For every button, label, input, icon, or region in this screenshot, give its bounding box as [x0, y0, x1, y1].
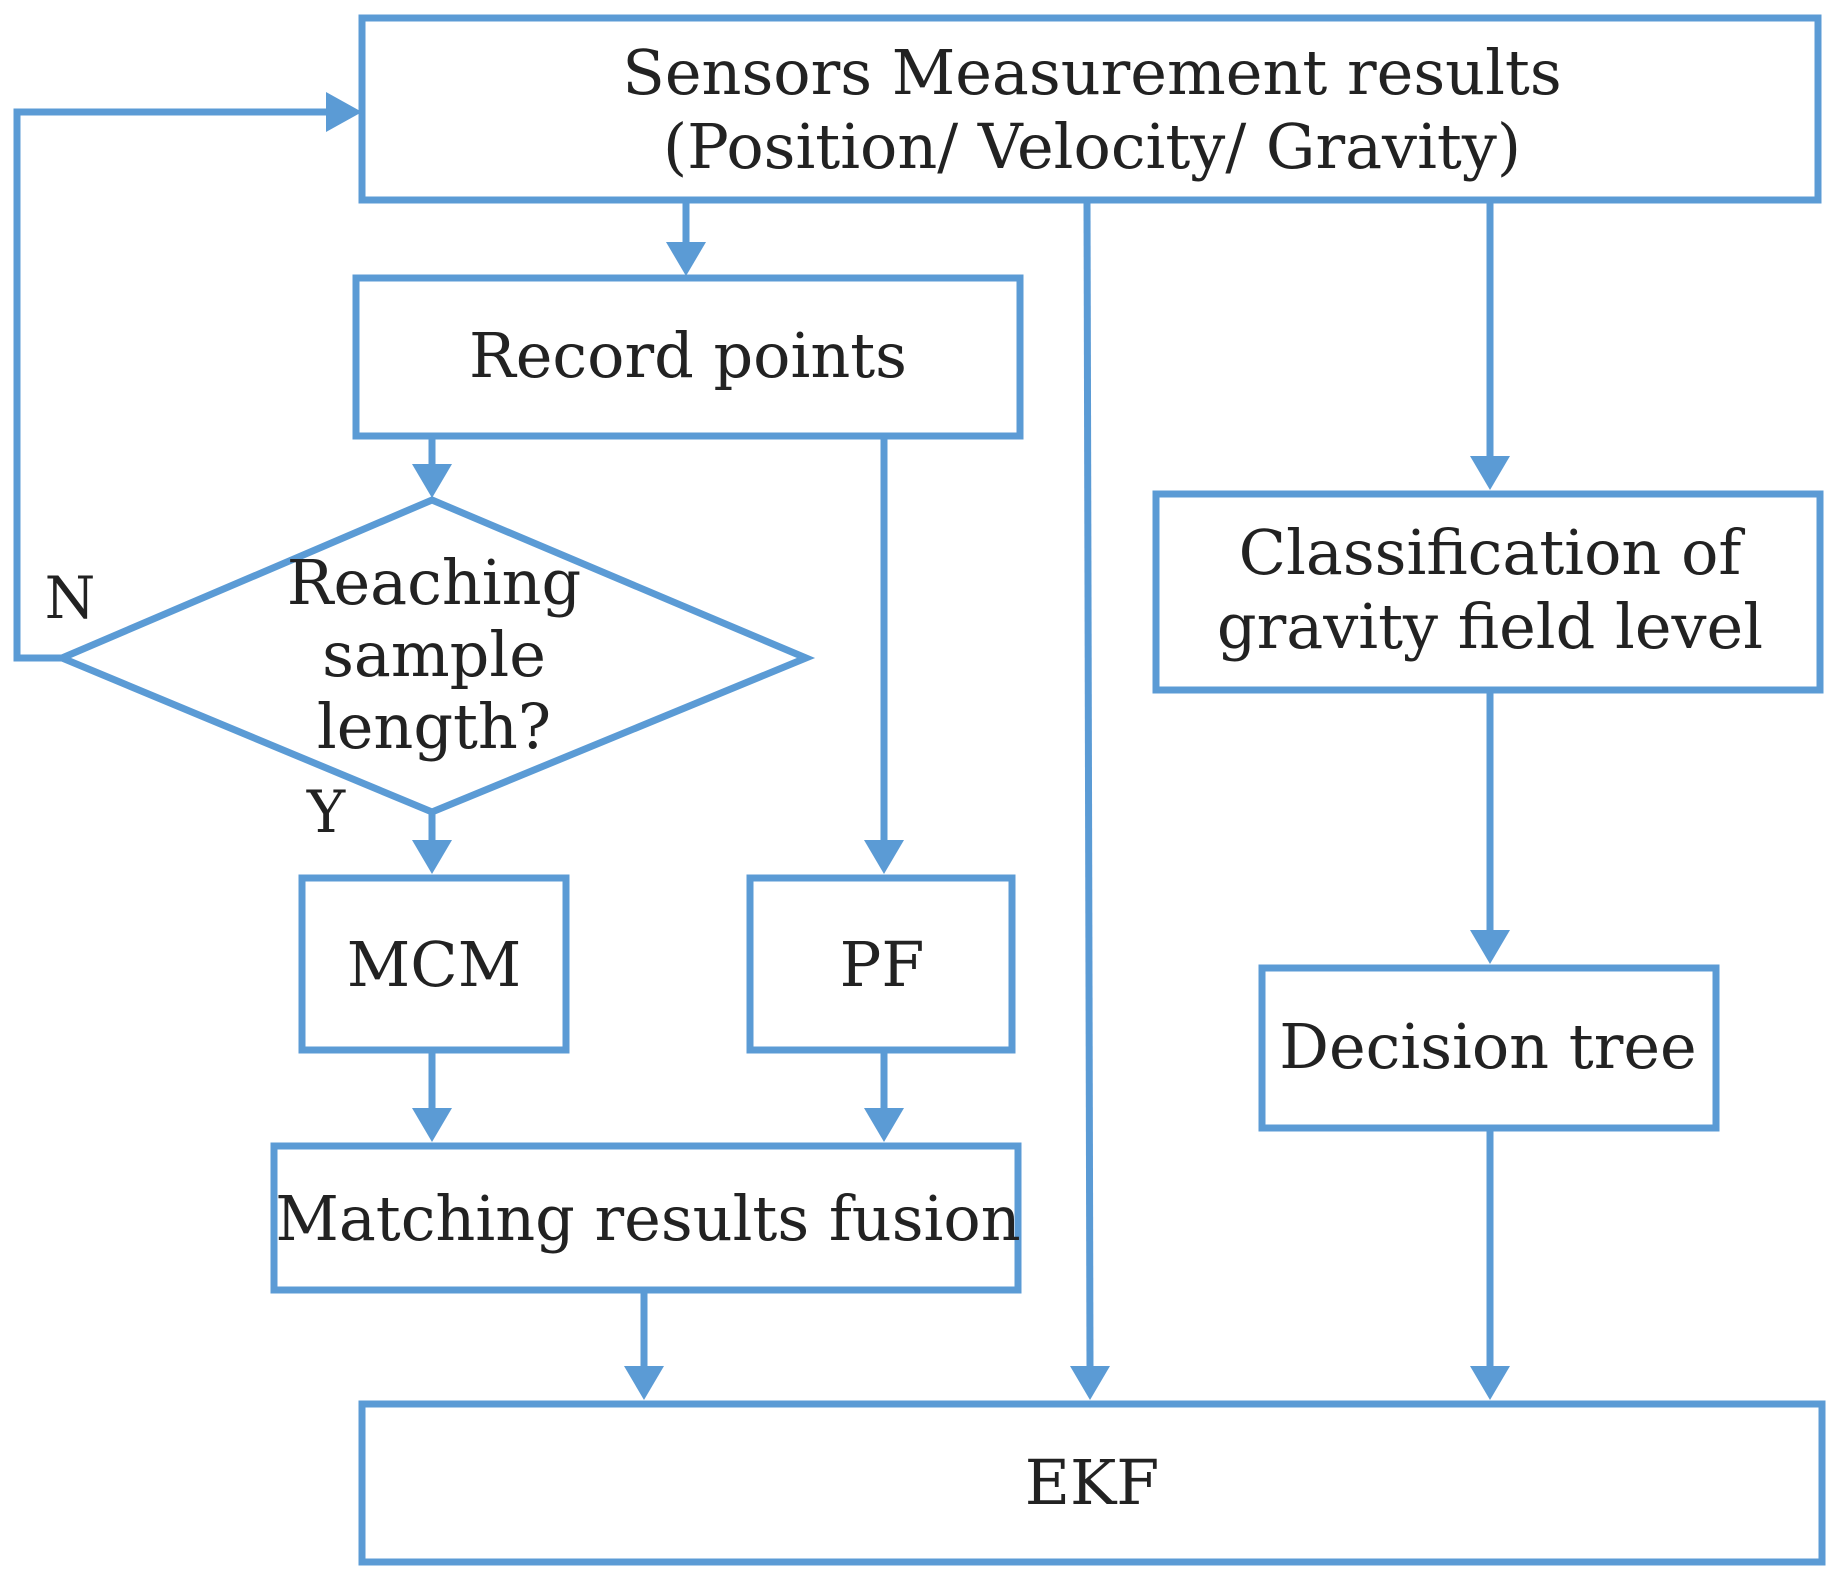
arrow-head [412, 1108, 452, 1142]
classification-box [1152, 490, 1824, 694]
decision-tree-label: Decision tree [1279, 1010, 1697, 1083]
ekf-label: EKF [1025, 1446, 1160, 1519]
mcm-box [298, 874, 570, 1054]
arrow-head [326, 92, 362, 132]
arrow-head [412, 464, 452, 498]
node-pf: PF [746, 874, 1016, 1054]
classification-label-line2: gravity field level [1217, 590, 1763, 663]
arrow-head [864, 1108, 904, 1142]
node-fusion: Matching results fusion [270, 1142, 1022, 1294]
branch-label-no: N [45, 564, 96, 632]
arrow-head [1470, 456, 1510, 490]
fusion-box [270, 1142, 1022, 1294]
node-classification: Classification of gravity field level [1152, 490, 1824, 694]
arrow-head [1470, 1366, 1510, 1400]
sensors-label-line2: (Position/ Velocity/ Gravity) [663, 110, 1521, 183]
arrow-head [864, 840, 904, 874]
classification-label-line1: Classification of [1239, 516, 1746, 589]
decision-label-line1: Reaching [287, 546, 581, 619]
node-record-points: Record points [352, 274, 1024, 440]
arrow-head [1470, 930, 1510, 964]
node-decision-tree: Decision tree [1258, 964, 1720, 1132]
pf-label: PF [840, 928, 925, 1001]
node-sensors: Sensors Measurement results (Position/ V… [358, 14, 1822, 204]
connectors [13, 92, 1510, 1400]
record-points-label: Record points [469, 319, 907, 392]
sensors-box [358, 14, 1822, 204]
branch-label-yes: Y [306, 778, 346, 846]
arrow-head [624, 1366, 664, 1400]
record-points-box [352, 274, 1024, 440]
ekf-box [358, 1400, 1826, 1566]
decision-tree-box [1258, 964, 1720, 1132]
edge-decision-no-loop [13, 108, 330, 662]
node-ekf: EKF [358, 1400, 1826, 1566]
decision-label-line2: sample [322, 618, 546, 691]
node-mcm: MCM [298, 874, 570, 1054]
sensors-label-line1: Sensors Measurement results [622, 36, 1561, 109]
arrow-head [412, 840, 452, 874]
fusion-label: Matching results fusion [275, 1182, 1020, 1255]
node-decision: Reaching sample length? [52, 496, 816, 816]
arrow-head [1070, 1366, 1110, 1400]
decision-label-line3: length? [317, 690, 551, 763]
edge-sensors-to-ekf [1083, 201, 1094, 1369]
pf-box [746, 874, 1016, 1054]
decision-diamond [52, 496, 816, 816]
mcm-label: MCM [347, 928, 521, 1001]
arrow-head [666, 242, 706, 276]
